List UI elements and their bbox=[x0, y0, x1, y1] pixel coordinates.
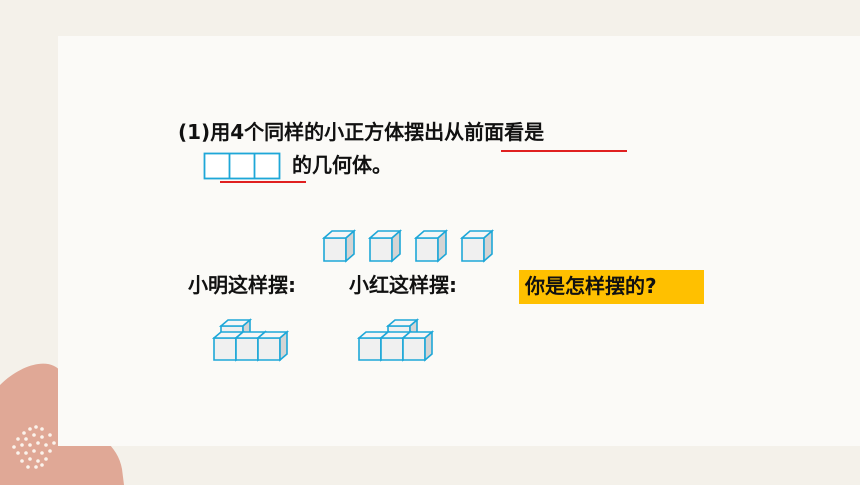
four-separate-cubes-icon bbox=[323, 230, 493, 262]
question-highlight bbox=[519, 270, 704, 304]
xiaohong-cube-arrangement-icon bbox=[358, 319, 433, 361]
question-text: 你是怎样摆的? bbox=[525, 274, 657, 298]
xiaoming-label: 小明这样摆: bbox=[188, 273, 296, 297]
xiaohong-label: 小红这样摆: bbox=[349, 273, 457, 297]
problem-line-2: 的几何体。 bbox=[292, 153, 392, 177]
underline-front-view bbox=[501, 150, 627, 152]
problem-number: (1) bbox=[178, 120, 211, 144]
problem-text: 用4个同样的小正方体摆出从前面看是 bbox=[210, 120, 545, 144]
front-view-three-squares-icon bbox=[203, 152, 281, 180]
xiaoming-cube-arrangement-icon bbox=[213, 319, 288, 361]
problem-line-1: (1)用4个同样的小正方体摆出从前面看是 bbox=[178, 120, 544, 144]
slide-panel bbox=[58, 36, 860, 446]
underline-shape bbox=[220, 181, 306, 183]
